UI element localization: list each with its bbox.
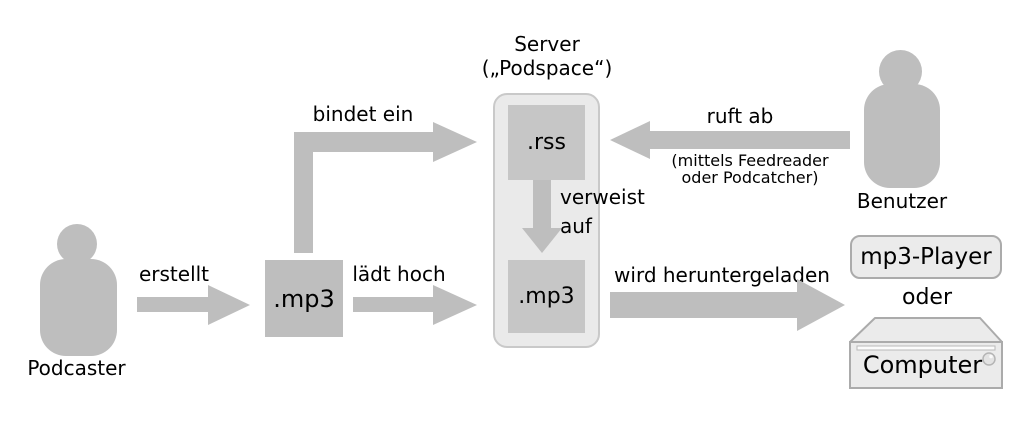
benutzer-label: Benutzer [856,189,948,213]
bindet-ein-arrow-vertical [294,132,313,253]
server-mp3-box: .mp3 [508,260,585,333]
podcaster-label: Podcaster [27,356,126,380]
computer-label: Computer [862,351,983,379]
benutzer-body [864,84,940,188]
oder-label: oder [901,285,952,310]
server-title-line1: Server [514,32,580,56]
server-mp3-label: .mp3 [518,284,575,309]
verweist-label-line1: verweist [560,185,645,209]
ruft-ab-note: (mittels Feedreader oder Podcatcher) [630,152,870,186]
mp3-file-box: .mp3 [265,260,343,337]
computer-icon [849,317,1003,389]
bindet-ein-arrow-head [433,122,477,162]
server-title-line2: („Podspace“) [481,56,613,80]
ruft-ab-note-line1: (mittels Feedreader [671,151,829,170]
laedt-hoch-arrow-head [433,285,477,325]
bindet-ein-arrow-horizontal [294,132,433,152]
mp3-player-box: mp3-Player [850,235,1002,279]
server-rss-label: .rss [527,130,566,155]
verweist-label-line2: auf [560,214,592,238]
podcaster-head [57,224,97,264]
verweist-label: verweist auf [560,183,645,241]
erstellt-arrow-head [208,285,250,325]
erstellt-label: erstellt [138,262,210,286]
podcaster-body [40,259,117,356]
heruntergeladen-arrow-body [610,292,797,318]
erstellt-arrow-body [137,297,208,312]
heruntergeladen-label: wird heruntergeladen [614,263,830,287]
ruft-ab-label: ruft ab [706,104,774,128]
verweist-arrow-body [533,180,551,228]
server-rss-box: .rss [508,105,585,180]
laedt-hoch-arrow-body [353,297,433,312]
ruft-ab-arrow-body [650,131,850,149]
mp3-file-label: .mp3 [273,284,335,313]
ruft-ab-note-line2: oder Podcatcher) [681,168,819,187]
mp3-player-label: mp3-Player [860,244,992,270]
laedt-hoch-label: lädt hoch [352,262,446,286]
bindet-ein-label: bindet ein [312,102,414,126]
verweist-arrow-head [522,228,562,253]
heruntergeladen-arrow-head [797,279,845,331]
ruft-ab-arrow-head [610,121,650,159]
